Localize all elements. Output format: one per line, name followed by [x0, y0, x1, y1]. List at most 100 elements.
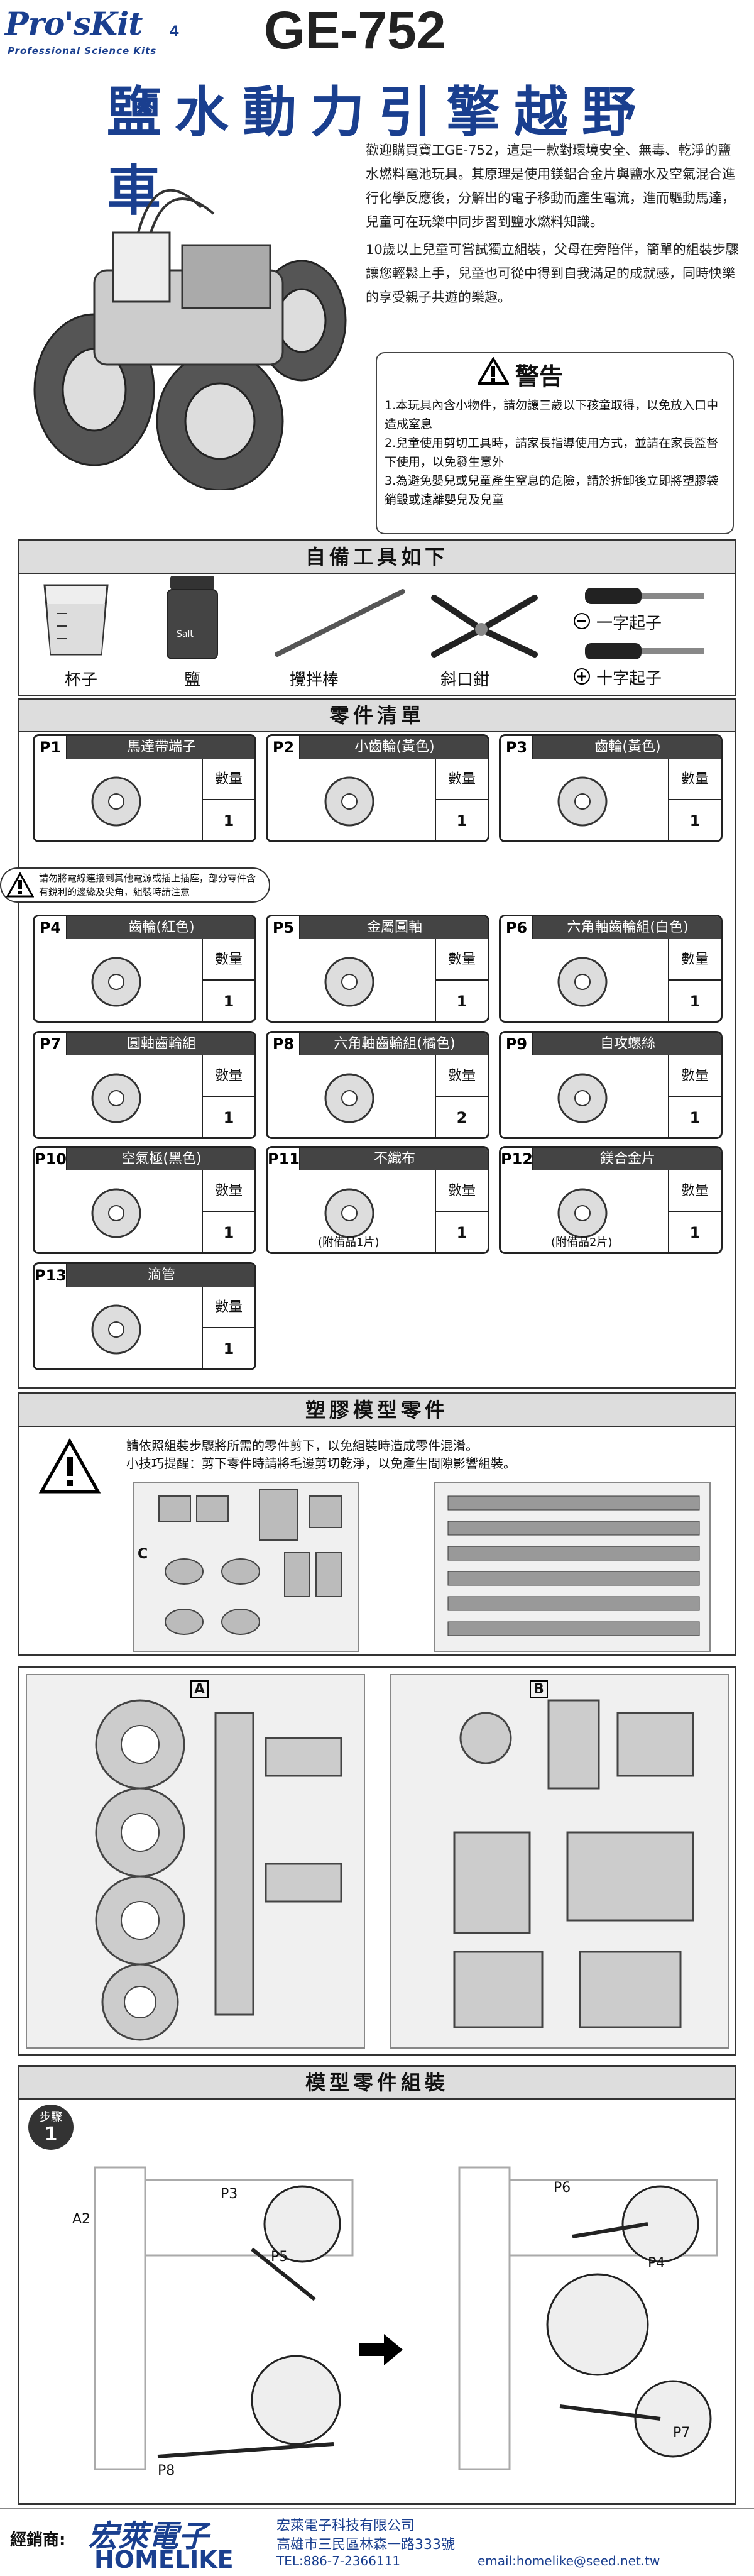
qty-value: 1: [668, 800, 721, 840]
part-id: P5: [268, 916, 300, 939]
dealer-label: 經銷商:: [10, 2531, 66, 2550]
tip-warning-icon: [38, 1438, 101, 1494]
part-id: P8: [268, 1033, 300, 1055]
part-name: 齒輪(紅色): [128, 920, 195, 935]
footer-company: 宏萊電子科技有限公司: [276, 2518, 415, 2534]
intro-p2: 10歲以上兒童可嘗試獨立組裝，父母在旁陪伴，簡單的組裝步驟讓您輕鬆上手，兒童也可…: [366, 242, 739, 305]
part-name: 六角軸齒輪組(白色): [567, 920, 689, 935]
qty-value: 1: [202, 1097, 254, 1137]
stir-stick-icon: [275, 589, 405, 657]
brand-num: 4: [170, 24, 180, 40]
step-badge: 步驟 1: [28, 2105, 74, 2150]
warning-icon: [478, 357, 509, 385]
qty-value: 1: [202, 1212, 254, 1252]
cup-label: 杯子: [65, 671, 98, 690]
footer-divider: [0, 2508, 754, 2509]
qty-label: 數量: [668, 1055, 721, 1097]
assembly-title: 模型零件組裝: [19, 2067, 735, 2100]
part-header: P6 六角軸齒輪組(白色): [501, 916, 721, 939]
part-illustration: [91, 776, 141, 827]
sprue-a-label: A: [190, 1680, 209, 1698]
qty-value: 1: [435, 1212, 488, 1252]
part-name: 金屬圓軸: [366, 920, 422, 935]
qty-label: 數量: [435, 939, 488, 981]
qty-value: 1: [202, 1328, 254, 1368]
sprue-c: C: [133, 1482, 359, 1652]
part-header: P12 鎂合金片: [501, 1148, 721, 1170]
qty-label: 數量: [202, 759, 254, 800]
part-id: P9: [501, 1033, 533, 1055]
qty-value: 1: [435, 800, 488, 840]
qty-value: 1: [435, 981, 488, 1021]
qty-value: 1: [668, 1212, 721, 1252]
stick-label: 攪拌棒: [290, 671, 339, 690]
plastic-note2: 小技巧提醒：剪下零件時請將毛邊剪切乾淨，以免產生間隙影響組裝。: [126, 1456, 516, 1471]
parts-caution: 請勿將電線連接到其他電源或插上插座，部分零件含有銳利的邊緣及尖角，組裝時請注意: [0, 867, 270, 903]
flat-screwdriver-icon: [585, 588, 704, 604]
footer-email: email:homelike@seed.net.tw: [478, 2553, 660, 2568]
footer-brand-en: HOMELIKE: [94, 2546, 234, 2573]
part-illustration: [91, 1073, 141, 1123]
parts-title: 零件清單: [19, 700, 735, 732]
part-id: P12: [501, 1148, 533, 1170]
warning-item: 1.本玩具內含小物件，請勿讓三歲以下孩童取得，以免放入口中造成窒息: [385, 399, 719, 431]
part-name: 滴管: [147, 1267, 175, 1283]
part-illustration: [324, 1188, 374, 1238]
cross-screwdriver-icon: [585, 643, 704, 659]
sprue-ab-section: A B: [18, 1666, 736, 2056]
qty-value: 1: [202, 800, 254, 840]
part-name: 不織布: [373, 1151, 415, 1167]
qty-label: 數量: [202, 1287, 254, 1328]
label-p5: P5: [271, 2249, 288, 2265]
label-p8: P8: [158, 2463, 175, 2479]
part-id: P4: [35, 916, 67, 939]
qty-label: 數量: [435, 1055, 488, 1097]
qty-label: 數量: [202, 1170, 254, 1212]
part-name: 圓軸齒輪組: [126, 1036, 196, 1052]
part-header: P5 金屬圓軸: [268, 916, 488, 939]
sprue-c-label: C: [138, 1546, 148, 1562]
warning-box: [376, 352, 734, 534]
part-name: 小齒輪(黃色): [354, 739, 435, 755]
qty-label: 數量: [202, 1055, 254, 1097]
flat-label: 一字起子: [596, 614, 662, 633]
part-illustration: [557, 957, 608, 1007]
sprue-b: B: [390, 1674, 729, 2049]
caution-text: 請勿將電線連接到其他電源或插上插座，部分零件含有銳利的邊緣及尖角，組裝時請注意: [39, 872, 256, 898]
arrow-right-icon: [359, 2334, 403, 2365]
intro-text: 歡迎購買寶工GE-752，這是一款對環境安全、無毒、乾淨的鹽水燃料電池玩具。其原…: [366, 138, 743, 313]
brand-logo: Pro'sKit 4 Professional Science Kits: [5, 5, 194, 57]
label-p7: P7: [673, 2425, 691, 2441]
label-p6: P6: [554, 2180, 571, 2196]
sprue-a: A: [26, 1674, 365, 2049]
sprue-b-parts: [453, 1699, 694, 2028]
qty-value: 1: [668, 1097, 721, 1137]
part-name: 鎂合金片: [599, 1151, 655, 1167]
plastic-section: 塑膠模型零件 請依照組裝步驟將所需的零件剪下，以免組裝時造成零件混淆。 小技巧提…: [18, 1392, 736, 1656]
step-word: 步驟: [40, 2111, 62, 2124]
plastic-note1: 請依照組裝步驟將所需的零件剪下，以免組裝時造成零件混淆。: [126, 1438, 478, 1453]
qty-label: 數量: [435, 1170, 488, 1212]
warning-list: 1.本玩具內含小物件，請勿讓三歲以下孩童取得，以免放入口中造成窒息 2.兒童使用…: [385, 396, 729, 509]
product-title: 鹽水動力引擎越野車: [107, 80, 650, 223]
footer-tel: TEL:886-7-2366111: [276, 2553, 401, 2568]
part-id: P10: [35, 1148, 67, 1170]
tools-section: 自備工具如下 杯子 Salt 鹽 攪拌棒 斜口鉗 一字起子 十字起子: [18, 539, 736, 696]
salt-label: 鹽: [184, 671, 201, 690]
part-note: (附備品1片): [318, 1236, 380, 1249]
footer-brand-cn: 宏萊電子: [88, 2519, 209, 2554]
part-id: P6: [501, 916, 533, 939]
sprue-tracks-parts: [447, 1495, 700, 1636]
qty-value: 2: [435, 1097, 488, 1137]
car-illustration: [33, 189, 347, 490]
sprue-c-parts: [158, 1489, 342, 1635]
